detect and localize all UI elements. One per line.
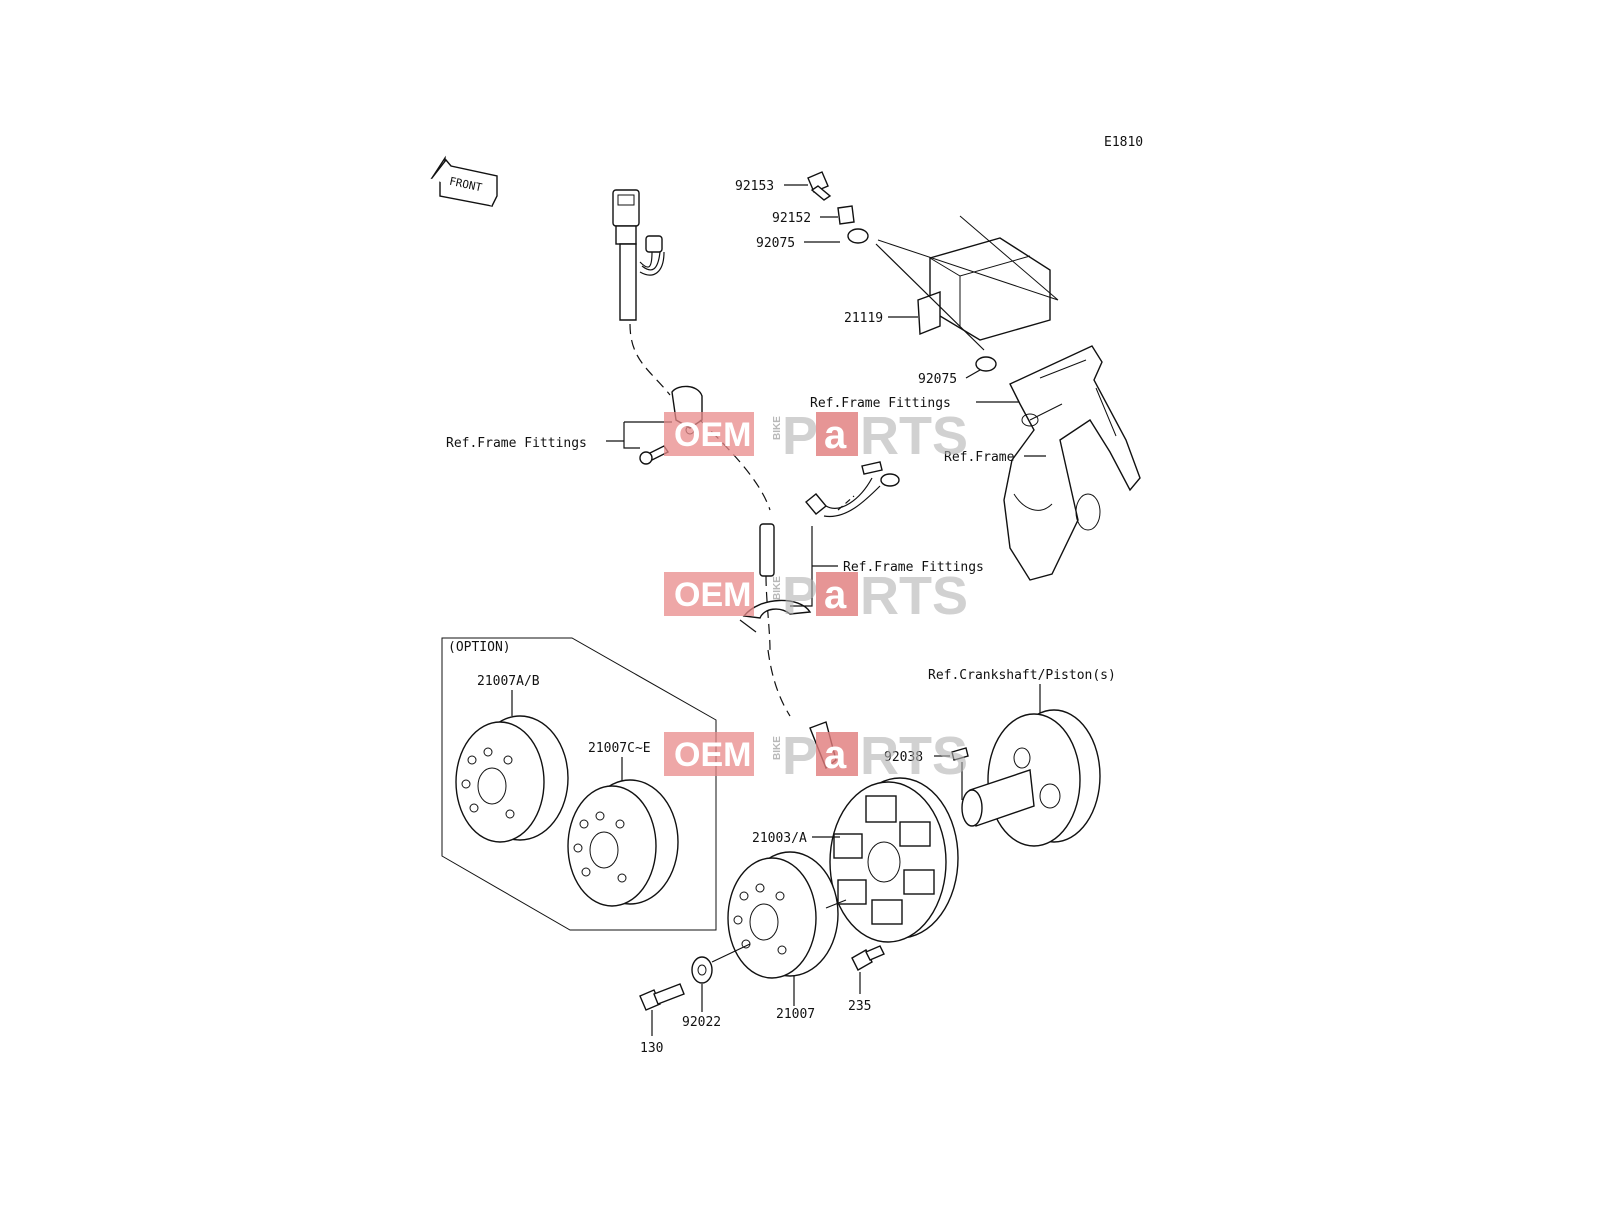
part-92152[interactable]: 92152 [772,211,811,226]
grommet-92075-lower-icon[interactable] [975,356,997,372]
rotor-21007ab[interactable] [455,715,569,843]
part-92022[interactable]: 92022 [682,1015,721,1030]
watermark-oem-bike-parts-1: OEM BIKE P a RTS [664,406,968,466]
svg-text:BIKE: BIKE [772,416,783,440]
part-92075-lower[interactable]: 92075 [918,372,957,387]
wire-tube[interactable] [759,523,775,651]
bolt-130-icon[interactable] [639,983,685,1011]
rotor-21007ce[interactable] [567,779,679,907]
leader-middle-fittings [790,526,838,607]
part-21003a[interactable]: 21003/A [752,831,807,846]
washer-92022-icon[interactable] [691,956,713,984]
ref-crankshaft: Ref.Crankshaft/Piston(s) [928,668,1116,683]
leader-rotor-to-stator [825,899,847,909]
watermark-oem-bike-parts-3: OEM BIKE P a RTS [664,726,968,786]
front-arrow-icon: FRONT [430,155,498,207]
ref-frame-fittings-left: Ref.Frame Fittings [446,436,587,451]
part-92075-upper[interactable]: 92075 [756,236,795,251]
bolt-92153-icon[interactable] [807,171,832,201]
svg-text:OEM: OEM [674,736,751,774]
option-label: (OPTION) [448,640,511,655]
stator-21003a[interactable] [809,721,959,943]
leader-92075-lower [965,369,981,379]
svg-text:RTS: RTS [860,406,968,466]
svg-text:a: a [824,573,847,617]
screw-235-icon[interactable] [851,945,885,971]
part-92038[interactable]: 92038 [884,750,923,765]
part-130[interactable]: 130 [640,1041,663,1056]
part-21007ab[interactable]: 21007A/B [477,674,540,689]
rotor-21007[interactable] [727,851,839,979]
key-92038-icon[interactable] [951,747,969,761]
svg-text:a: a [824,733,847,777]
part-92153[interactable]: 92153 [735,179,774,194]
ref-frame: Ref.Frame [944,450,1015,465]
wire-to-stator [767,649,791,717]
part-21119[interactable]: 21119 [844,311,883,326]
wire-harness-connector[interactable] [612,189,671,396]
diagram-code: E1810 [1104,135,1143,150]
part-21007ce[interactable]: 21007C~E [588,741,651,756]
band-clamp[interactable] [739,599,812,633]
ground-wire[interactable] [805,461,900,518]
svg-text:RTS: RTS [860,566,968,626]
svg-text:OEM: OEM [674,416,751,454]
watermark-oem-bike-parts-2: OEM BIKE P a RTS [664,566,968,626]
svg-text:BIKE: BIKE [772,576,783,600]
svg-text:RTS: RTS [860,726,968,786]
regulator-rectifier-21119[interactable] [875,215,1059,351]
ref-frame-fittings-middle: Ref.Frame Fittings [843,560,984,575]
frame-bracket[interactable] [1003,345,1141,581]
leader-washer-rotor [711,943,751,963]
svg-text:P: P [782,406,818,466]
collar-92152-icon[interactable] [837,205,855,225]
grommet-92075-upper-icon[interactable] [847,228,869,244]
part-21007[interactable]: 21007 [776,1007,815,1022]
part-235[interactable]: 235 [848,999,871,1014]
ref-frame-fittings-right: Ref.Frame Fittings [810,396,951,411]
svg-text:BIKE: BIKE [772,736,783,760]
svg-text:OEM: OEM [674,576,751,614]
harness-clamp[interactable] [639,385,771,511]
crankshaft-flywheel[interactable] [961,709,1101,847]
option-box [441,637,717,931]
svg-text:P: P [782,726,818,786]
svg-text:P: P [782,566,818,626]
svg-text:a: a [824,413,847,457]
